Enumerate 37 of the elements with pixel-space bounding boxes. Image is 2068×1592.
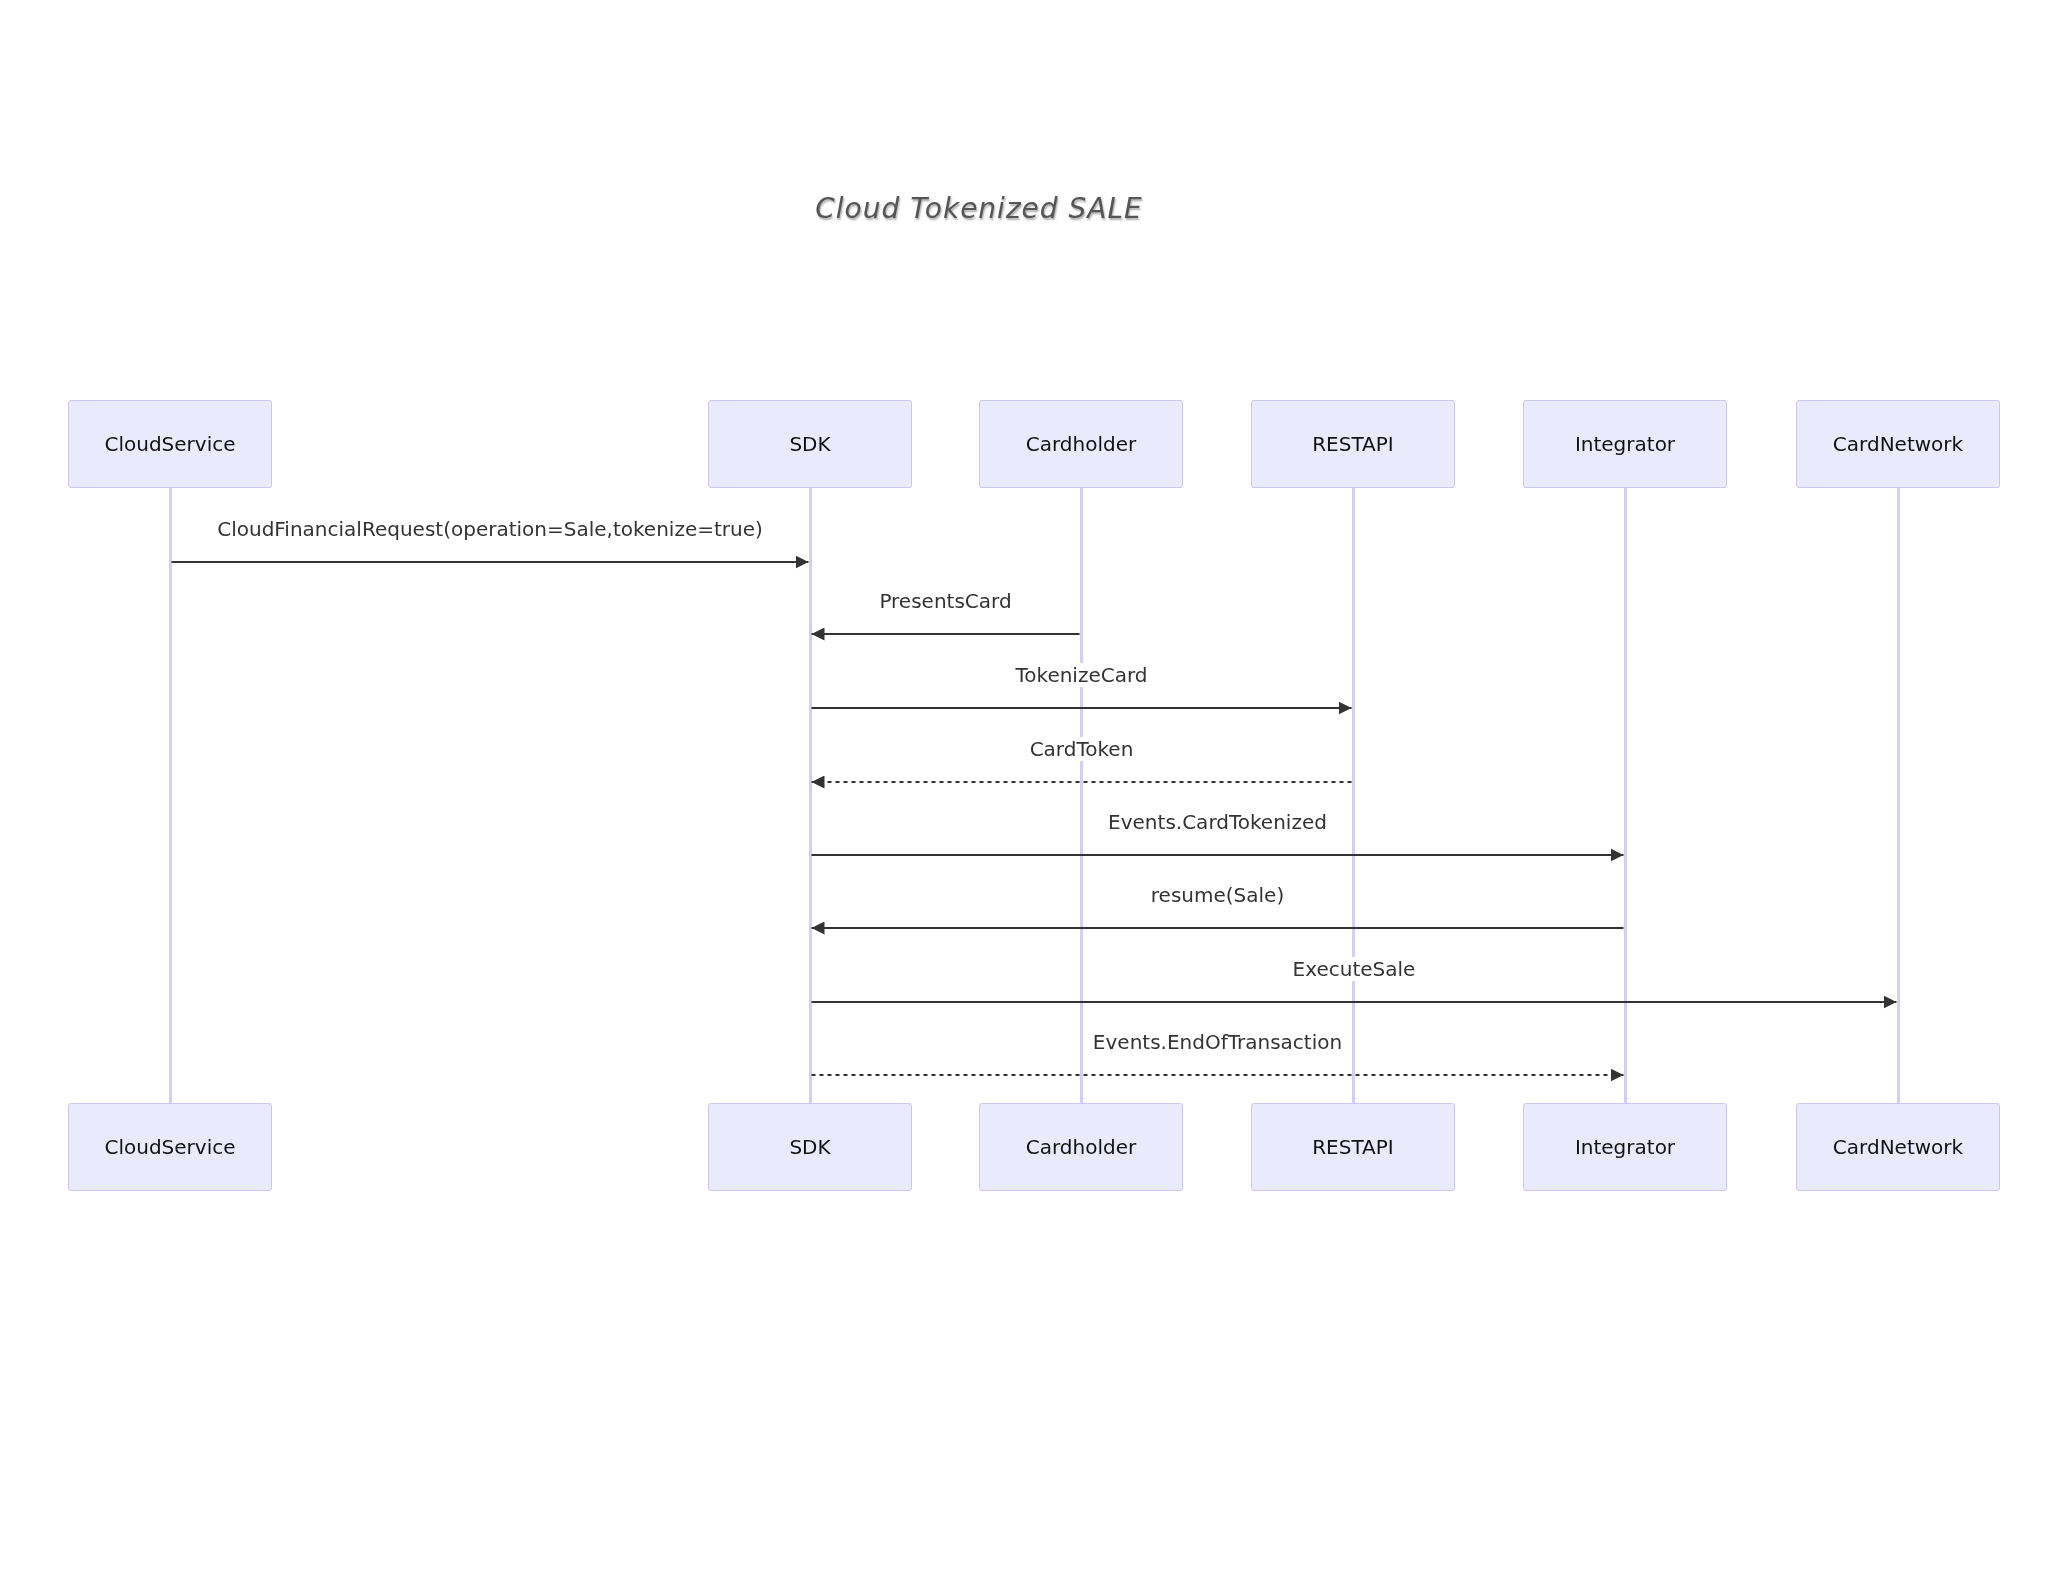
participant-box — [708, 400, 912, 488]
participant-box — [979, 1103, 1183, 1191]
participant-box — [1796, 400, 2000, 488]
lifeline — [1896, 488, 1900, 1103]
participant-box — [1523, 400, 1727, 488]
participant-name: RESTAPI — [1312, 1135, 1394, 1159]
participant-box — [1796, 1103, 2000, 1191]
message-arrow — [810, 848, 1625, 862]
lifeline — [168, 488, 172, 1103]
participant-name: CloudService — [104, 432, 236, 456]
participant-box — [1523, 1103, 1727, 1191]
message-arrow — [810, 1068, 1625, 1082]
message-arrow — [810, 921, 1625, 935]
message-arrow — [810, 995, 1898, 1009]
participant-name: Cardholder — [1025, 1135, 1137, 1159]
participant-box — [68, 400, 272, 488]
participant-name: SDK — [789, 432, 831, 456]
participant-box — [1251, 1103, 1455, 1191]
message-arrow — [810, 627, 1081, 641]
lifeline — [808, 488, 812, 1103]
lifeline — [1623, 488, 1627, 1103]
participant-name: Cardholder — [1025, 432, 1137, 456]
participant-box — [68, 1103, 272, 1191]
participant-name: Integrator — [1574, 432, 1676, 456]
participant-name: Integrator — [1574, 1135, 1676, 1159]
participant-name: CardNetwork — [1832, 1135, 1964, 1159]
message-arrow — [810, 775, 1353, 789]
participant-box — [1251, 400, 1455, 488]
diagram-title: Cloud Tokenized SALE — [815, 192, 1143, 225]
participant-name: RESTAPI — [1312, 432, 1394, 456]
participant-box — [979, 400, 1183, 488]
participant-name: SDK — [789, 1135, 831, 1159]
participant-box — [708, 1103, 912, 1191]
participant-name: CardNetwork — [1832, 432, 1964, 456]
participant-name: CloudService — [104, 1135, 236, 1159]
message-arrow — [170, 555, 810, 569]
message-arrow — [810, 701, 1353, 715]
